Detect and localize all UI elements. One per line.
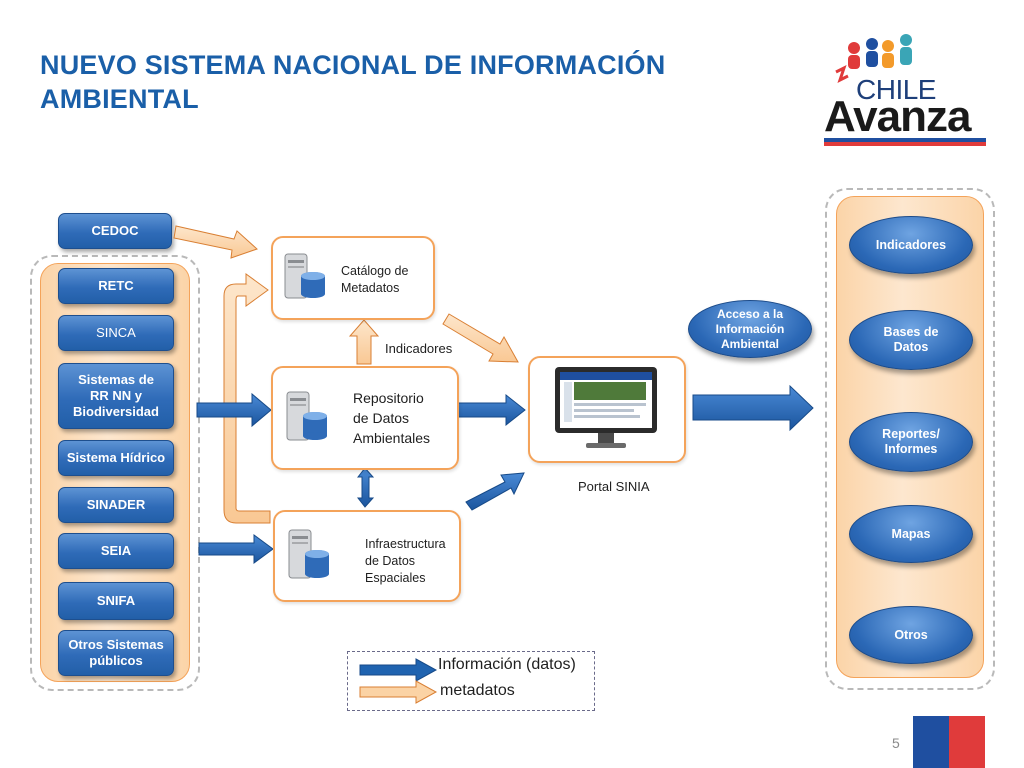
label-indicadores: Indicadores bbox=[385, 341, 453, 356]
node-repositorio-datos[interactable]: Repositorio de Datos Ambientales bbox=[271, 366, 459, 470]
output-item[interactable]: Bases de Datos bbox=[849, 310, 973, 370]
sources-group-frame bbox=[30, 255, 200, 691]
arrow-sources-to-infraestructura bbox=[198, 534, 274, 564]
children-figures-icon bbox=[835, 34, 912, 83]
arrow-infraestructura-to-portal bbox=[465, 472, 525, 511]
database-server-icon bbox=[286, 391, 327, 441]
arrow-catalogo-to-portal bbox=[442, 313, 519, 363]
title-line-2: AMBIENTAL bbox=[40, 84, 199, 114]
output-item[interactable]: Indicadores bbox=[849, 216, 973, 274]
source-item[interactable]: RETC bbox=[58, 268, 174, 304]
arrow-portal-to-outputs bbox=[692, 384, 814, 432]
title-line-1: NUEVO SISTEMA NACIONAL DE INFORMACIÓN bbox=[40, 50, 666, 80]
legend-metadata-label: metadatos bbox=[440, 682, 515, 699]
legend-data-label: Información (datos) bbox=[438, 656, 576, 673]
node-infraestructura-label: Infraestructura de Datos Espaciales bbox=[365, 537, 446, 585]
source-item[interactable]: SNIFA bbox=[58, 582, 174, 620]
source-item[interactable]: SINCA bbox=[58, 315, 174, 351]
legend: Información (datos) metadatos bbox=[347, 651, 595, 711]
source-item[interactable]: Sistemas de RR NN y Biodiversidad bbox=[58, 363, 174, 429]
portal-sinia-label: Portal SINIA bbox=[578, 479, 650, 494]
output-item[interactable]: Mapas bbox=[849, 505, 973, 563]
source-item[interactable]: Otros Sistemas públicos bbox=[58, 630, 174, 676]
page-number: 5 bbox=[892, 735, 900, 751]
node-catalogo-label: Catálogo de Metadatos bbox=[341, 264, 409, 295]
node-catalogo-metadatos[interactable]: Catálogo de Metadatos bbox=[271, 236, 435, 320]
arrow-repositorio-to-catalogo bbox=[348, 319, 380, 365]
source-item[interactable]: Sistema Hídrico bbox=[58, 440, 174, 476]
legend-arrows bbox=[359, 658, 438, 704]
arrow-repositorio-infraestructura-bidirectional bbox=[356, 467, 375, 508]
footer-flag-red bbox=[949, 716, 985, 768]
source-cedoc[interactable]: CEDOC bbox=[58, 213, 172, 249]
flag-stripe-blue bbox=[824, 138, 986, 142]
output-item[interactable]: Otros bbox=[849, 606, 973, 664]
flag-stripe-red bbox=[824, 142, 986, 146]
page-title: NUEVO SISTEMA NACIONAL DE INFORMACIÓN AM… bbox=[40, 48, 740, 116]
chile-avanza-logo: CHILE Avanza bbox=[822, 30, 988, 152]
arrow-repositorio-to-portal bbox=[457, 393, 526, 427]
outputs-group-frame bbox=[825, 188, 995, 690]
node-portal-sinia[interactable] bbox=[528, 356, 686, 463]
arrow-sources-to-repositorio bbox=[196, 392, 272, 428]
arrow-infra-to-catalogo-riser bbox=[223, 273, 271, 524]
footer-flag-blue bbox=[913, 716, 949, 768]
node-repositorio-label: Repositorio de Datos Ambientales bbox=[353, 390, 431, 446]
output-item[interactable]: Reportes/ Informes bbox=[849, 412, 973, 472]
arrow-cedoc-to-catalogo bbox=[173, 225, 258, 259]
monitor-icon bbox=[555, 367, 657, 448]
logo-word-chile: CHILE bbox=[856, 74, 936, 105]
source-item[interactable]: SEIA bbox=[58, 533, 174, 569]
acceso-informacion-oval[interactable]: Acceso a la Información Ambiental bbox=[688, 300, 812, 358]
logo-word-avanza: Avanza bbox=[824, 92, 971, 141]
database-server-icon bbox=[288, 529, 329, 579]
node-infraestructura-datos[interactable]: Infraestructura de Datos Espaciales bbox=[273, 510, 461, 602]
source-item[interactable]: SINADER bbox=[58, 487, 174, 523]
database-server-icon bbox=[284, 253, 325, 299]
